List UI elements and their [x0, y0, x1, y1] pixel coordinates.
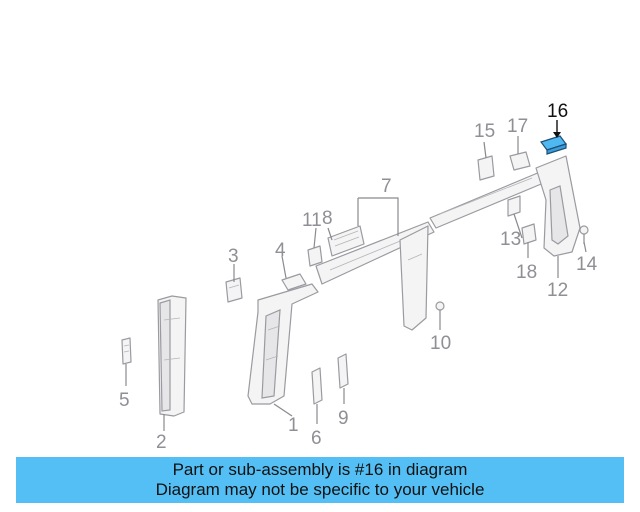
- part-17-connector: [509, 151, 531, 171]
- callout-17: 17: [507, 116, 528, 137]
- part-7-roof-rail: [315, 171, 547, 285]
- callout-1: 1: [288, 415, 299, 436]
- banner-line-disclaimer: Diagram may not be specific to your vehi…: [155, 480, 485, 499]
- part-4-connector: [281, 273, 307, 291]
- part-1-pillar-trim: [247, 283, 319, 405]
- part-9-pad: [337, 353, 349, 389]
- leader-arrow-16: [553, 132, 561, 138]
- quarter-pillar: [399, 225, 429, 331]
- callout-6: 6: [311, 428, 322, 449]
- callout-8: 8: [322, 208, 333, 229]
- part-14-pin: [579, 225, 589, 244]
- banner-line-part: Part or sub-assembly is #16 in diagram: [172, 460, 468, 479]
- callout-15: 15: [474, 121, 495, 142]
- part-5-clip: [121, 337, 132, 365]
- callout-16: 16: [547, 101, 568, 122]
- part-6-pad: [311, 367, 323, 405]
- leader-lines: [125, 136, 587, 431]
- callout-13: 13: [500, 229, 521, 250]
- part-18-clip: [521, 223, 537, 245]
- callout-9: 9: [338, 408, 349, 429]
- part-13-bracket: [507, 195, 521, 217]
- part-15-clip: [477, 155, 495, 181]
- callout-12: 12: [547, 280, 568, 301]
- part-3-bracket: [225, 277, 243, 303]
- part-2-panel: [157, 295, 187, 417]
- part-16-highlighted: [540, 135, 567, 155]
- part-11-bracket: [307, 245, 323, 267]
- info-banner: Part or sub-assembly is #16 in diagram D…: [16, 457, 624, 503]
- callout-18: 18: [516, 262, 537, 283]
- callout-5: 5: [119, 390, 130, 411]
- callout-14: 14: [576, 254, 598, 275]
- part-10-pin: [435, 301, 445, 318]
- part-12-rear-pillar: [535, 155, 581, 257]
- callout-10: 10: [430, 333, 451, 354]
- callout-4: 4: [275, 240, 286, 261]
- part-8-grille: [327, 225, 365, 257]
- callout-11: 11: [302, 210, 322, 231]
- callout-3: 3: [228, 246, 239, 267]
- callout-2: 2: [156, 432, 167, 453]
- callout-7: 7: [381, 176, 392, 197]
